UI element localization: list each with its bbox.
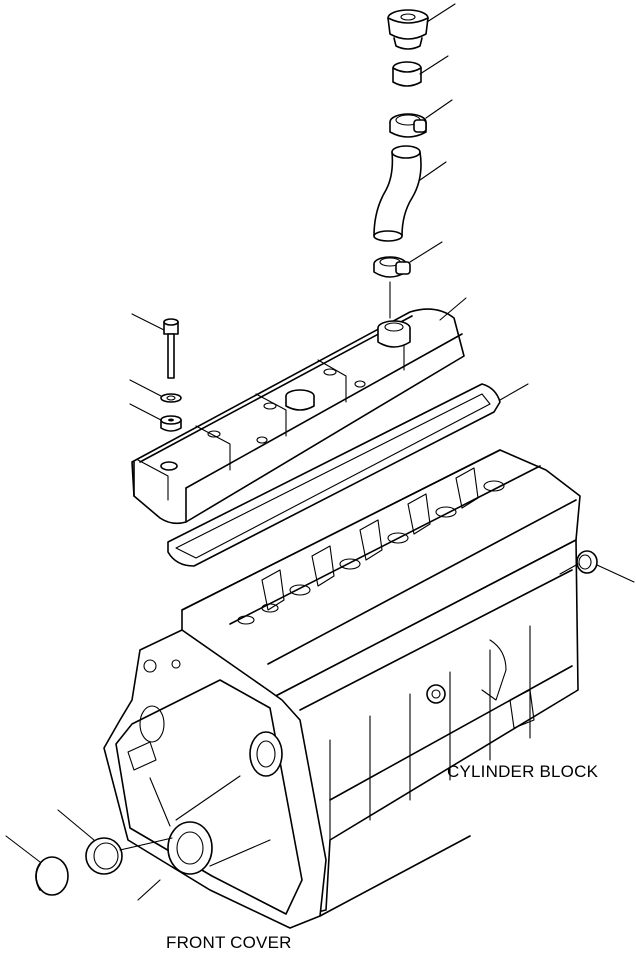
leader-line xyxy=(499,383,529,401)
leader-line xyxy=(131,313,165,331)
cylinder-block-label: CYLINDER BLOCK xyxy=(447,762,599,781)
cover-washer xyxy=(160,393,182,403)
leader-line xyxy=(129,379,162,397)
hose-sleeve xyxy=(392,61,422,87)
front-cover-label: FRONT COVER xyxy=(166,933,292,952)
leader-line xyxy=(409,241,443,263)
head-cover-gasket xyxy=(167,383,501,567)
front-cover xyxy=(103,629,327,929)
leader-line xyxy=(419,161,447,181)
breather-cap xyxy=(387,9,429,50)
breather-hose xyxy=(373,145,422,242)
leader-line xyxy=(5,835,41,863)
leader-line xyxy=(596,564,635,583)
leader-line xyxy=(129,403,162,421)
hose-clamp-upper xyxy=(389,113,427,138)
head-cover xyxy=(131,308,465,525)
leader-line xyxy=(426,3,456,23)
leader-line xyxy=(439,297,467,321)
front-oil-seal xyxy=(85,837,123,875)
leader-line xyxy=(419,55,449,75)
cylinder-head xyxy=(181,449,581,701)
centre-line xyxy=(559,563,579,575)
front-cap xyxy=(35,856,69,896)
leader-line xyxy=(425,99,453,119)
cover-nut xyxy=(160,415,182,432)
centre-line xyxy=(119,837,173,851)
side-plug xyxy=(576,550,598,574)
leader-line xyxy=(57,809,95,841)
cover-stud-bolt xyxy=(163,318,179,379)
hose-clamp-lower xyxy=(373,256,411,278)
